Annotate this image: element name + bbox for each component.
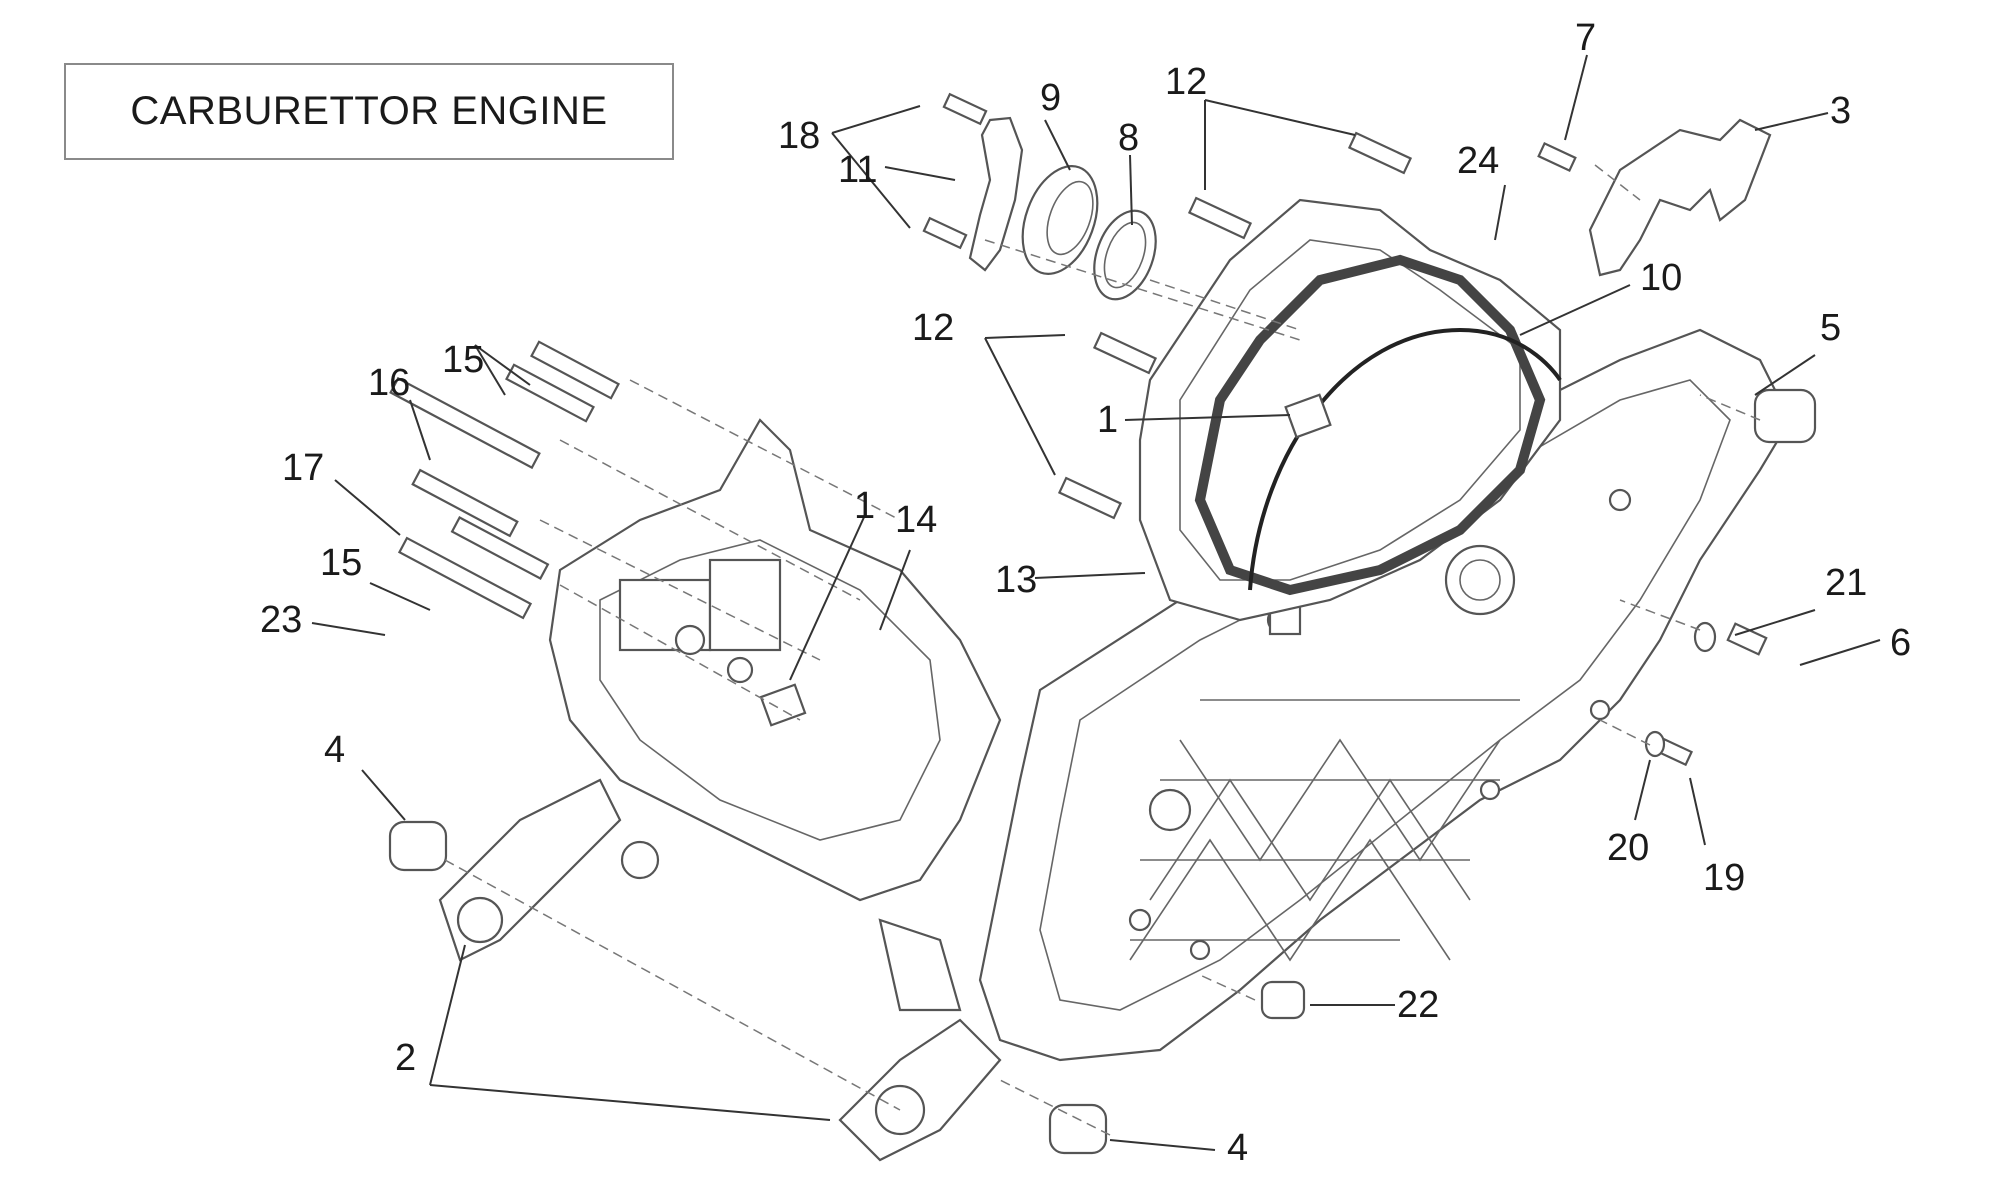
- callout-8: 8: [1118, 117, 1139, 159]
- callout-16: 16: [368, 362, 410, 404]
- callout-15-lower: 15: [320, 542, 362, 584]
- bolt-17: [411, 468, 519, 538]
- bolt-12-top-right: [1347, 131, 1413, 175]
- bolt-23: [397, 536, 533, 620]
- callout-24: 24: [1457, 140, 1499, 182]
- bolt-12-mid: [1092, 331, 1158, 375]
- bearing-retainer-plate: [968, 116, 1024, 272]
- bolt-12-top-left: [1187, 196, 1253, 240]
- callout-1-right: 1: [1097, 399, 1118, 441]
- callout-4-bottom: 4: [1227, 1127, 1248, 1169]
- crankcase-cover: [1138, 198, 1562, 622]
- callout-17: 17: [282, 447, 324, 489]
- callout-22: 22: [1397, 984, 1439, 1026]
- bolt-18-upper: [942, 92, 988, 126]
- diagram-title: CARBURETTOR ENGINE: [130, 89, 608, 133]
- diagram-title-box: CARBURETTOR ENGINE: [64, 63, 674, 160]
- bushing-5: [1753, 388, 1817, 444]
- callout-7: 7: [1575, 17, 1596, 59]
- callout-14: 14: [895, 499, 937, 541]
- bolt-15-lower: [450, 515, 550, 581]
- callout-11: 11: [838, 149, 877, 191]
- callout-10: 10: [1640, 257, 1682, 299]
- callout-6: 6: [1890, 622, 1911, 664]
- callout-18: 18: [778, 115, 820, 157]
- oil-seal: [1093, 209, 1157, 301]
- bushing-22: [1260, 980, 1306, 1020]
- left-crankcase-half: [548, 418, 1002, 902]
- callout-15-upper: 15: [442, 339, 484, 381]
- assembly-axes: [444, 164, 1761, 1136]
- bolt-16: [389, 376, 541, 470]
- callout-1-left: 1: [854, 485, 875, 527]
- bolt-15-upper-a: [530, 340, 620, 400]
- engine-mount-arm-lower: [838, 1018, 1002, 1162]
- callout-5: 5: [1820, 307, 1841, 349]
- callout-2: 2: [395, 1037, 416, 1079]
- callout-21: 21: [1825, 562, 1867, 604]
- dowel-pin-right: [1284, 393, 1332, 439]
- bearing: [1021, 165, 1099, 275]
- crankshaft-boss: [1444, 544, 1516, 616]
- callout-12-top: 12: [1165, 61, 1207, 103]
- callout-19: 19: [1703, 857, 1745, 899]
- bolt-7: [1537, 142, 1577, 172]
- bolt-12-low: [1057, 476, 1123, 520]
- bushing-4-bottom: [1048, 1103, 1108, 1155]
- callout-4-left: 4: [324, 729, 345, 771]
- leader-lines: [311, 54, 1881, 1151]
- o-ring: [1248, 327, 1562, 591]
- callout-labels: 18 11 9 8 12 12 24 7 3 10 5 1 13 16 15 1…: [260, 17, 1911, 1169]
- callout-13: 13: [995, 559, 1037, 601]
- bushings: [388, 388, 1817, 1155]
- callout-3: 3: [1830, 90, 1851, 132]
- right-crankcase-half: [978, 328, 1792, 1062]
- bushing-4-left: [388, 820, 448, 872]
- cover-plate: [1588, 118, 1772, 277]
- cover-gasket: [1194, 254, 1546, 596]
- crankcase-drawing: [388, 92, 1817, 1162]
- callout-23: 23: [260, 599, 302, 641]
- dowel-pin-left: [759, 683, 807, 727]
- callout-12-mid: 12: [912, 307, 954, 349]
- callout-9: 9: [1040, 77, 1061, 119]
- washer-21: [1693, 621, 1717, 653]
- bolt-6: [1726, 622, 1768, 656]
- washer-20: [1644, 730, 1666, 758]
- boss-hole: [1148, 788, 1192, 832]
- bolt-18-lower: [922, 216, 968, 250]
- callout-20: 20: [1607, 827, 1649, 869]
- crankcase-ribs: [1129, 699, 1520, 962]
- bolts: [389, 92, 1768, 767]
